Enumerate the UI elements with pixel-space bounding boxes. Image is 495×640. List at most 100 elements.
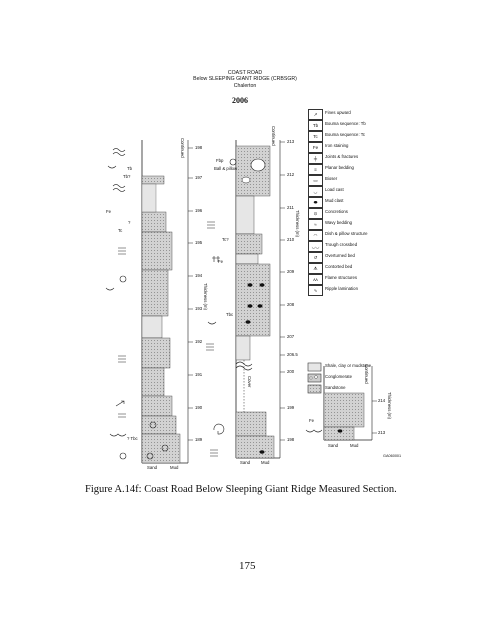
legend-label: Dish & pillow structure <box>325 231 368 236</box>
legend-symbol: ⬬ <box>308 197 323 208</box>
col3-base-sand: Sand <box>328 443 339 448</box>
legend-label: Trough crossbed <box>325 242 358 247</box>
header-year: 2006 <box>232 96 248 105</box>
annot-fe3: Fe <box>309 418 315 423</box>
section-header: COAST ROAD Below SLEEPING GIANT RIDGE (C… <box>180 70 310 89</box>
col2-tick-209: 209 <box>287 269 295 274</box>
legend-symbol: ʌʌ <box>308 274 323 285</box>
legend-row: ◡Load cast <box>308 185 418 197</box>
legend-symbol: ᗑ <box>308 263 323 274</box>
figure-id: GA060001 <box>383 454 402 458</box>
column-1 <box>105 140 193 464</box>
legend-row: ╪Joints & fractures <box>308 152 418 164</box>
legend-label: Bouma sequence: Tb <box>325 121 366 126</box>
col1-base-mud: Mud <box>170 465 179 470</box>
col1-tick-190: 190 <box>195 405 203 410</box>
legend-symbol: ⊙ <box>308 208 323 219</box>
column-3 <box>305 366 377 441</box>
col2-tick-212: 212 <box>287 172 295 177</box>
col1-tick-194: 194 <box>195 273 203 278</box>
legend-symbol: ≈ <box>308 219 323 230</box>
col1-continued: Continued <box>180 138 185 158</box>
annot-tb: Tb <box>127 166 133 171</box>
legend-label: Contorted bed <box>325 264 353 269</box>
annot-fe2: Fe <box>218 259 224 264</box>
legend-label: Shale, clay or mudstone <box>325 363 372 368</box>
legend-label: Flame structures <box>325 275 357 280</box>
header-line3: Chalerton <box>233 82 257 89</box>
annot-tbc: Tbc <box>226 312 234 317</box>
col3-tick-213: 213 <box>378 430 386 435</box>
col1-tick-189: 189 <box>195 437 203 442</box>
col3-tick-214: 214 <box>378 398 386 403</box>
col1-tick-195: 195 <box>195 240 203 245</box>
col2-tick-206-5: 206.5 <box>287 352 298 357</box>
legend-symbol: ◠ <box>308 230 323 241</box>
legend-label: Sandstone <box>325 385 346 390</box>
legend-row: ≡Planar bedding <box>308 163 418 175</box>
legend-row: Sandstone <box>308 383 418 394</box>
col2-tick-200: 200 <box>287 369 295 374</box>
annot-ball-pillow: Ball & pillow <box>214 166 238 171</box>
annot-tc: Tc <box>118 228 123 233</box>
col2-axis-label: Thickness (m) <box>295 210 300 237</box>
legend-row: ∿Ripple lamination <box>308 284 418 296</box>
col2-tick-208: 208 <box>287 302 295 307</box>
col1-base-sand: Sand <box>147 465 158 470</box>
legend-label: Iron staining <box>325 143 349 148</box>
col1-tick-193: 193 <box>195 306 203 311</box>
legend-symbol: ◡◡ <box>308 241 323 252</box>
col2-base-mud: Mud <box>261 460 270 465</box>
legend-swatch-shale <box>307 362 322 372</box>
legend-symbol: ↗ <box>308 109 323 120</box>
col1-tick-198: 198 <box>195 145 203 150</box>
header-line2: Below SLEEPING GIANT RIDGE (CRBSGR) <box>193 76 297 83</box>
legend-row: ⬬Mud clast <box>308 196 418 208</box>
legend-label: Fines upward <box>325 110 351 115</box>
col1-tick-197: 197 <box>195 175 203 180</box>
legend-symbol: ∿ <box>308 285 323 296</box>
annot-fbp: Fbp <box>216 158 224 163</box>
legend-label: Load cast <box>325 187 344 192</box>
legend-row: ▭Bioser <box>308 174 418 186</box>
legend-label: Overturned bed <box>325 253 355 258</box>
legend-symbol: ╪ <box>308 153 323 164</box>
legend-symbol: ▭ <box>308 175 323 186</box>
legend-label: Concretions <box>325 209 348 214</box>
col2-tick-199: 199 <box>287 405 295 410</box>
legend-row: ◡◡Trough crossbed <box>308 240 418 252</box>
legend-row: Shale, clay or mudstone <box>308 361 418 372</box>
col2-tick-198: 198 <box>287 437 295 442</box>
legend-symbol: ↺ <box>308 252 323 263</box>
legend-label: Conglomerate <box>325 374 352 379</box>
legend-label: Planar bedding <box>325 165 354 170</box>
legend-row: ↺Overturned bed <box>308 251 418 263</box>
legend-symbol: Fe <box>308 142 323 153</box>
legend-row: ↗Fines upward <box>308 108 418 120</box>
legend-row: ⊙Concretions <box>308 207 418 219</box>
annot-q: ? <box>128 220 131 225</box>
legend-symbol: Tb <box>308 120 323 131</box>
legend-label: Bouma sequence: Tc <box>325 132 366 137</box>
col2-base-sand: Sand <box>240 460 251 465</box>
legend-symbol: ◡ <box>308 186 323 197</box>
legend-label: Ripple lamination <box>325 286 358 291</box>
col2-continued: Continued <box>271 126 276 146</box>
annot-tcq: Tc? <box>222 237 229 242</box>
legend-symbol: Tc <box>308 131 323 142</box>
col2-cover: Cover <box>247 376 252 388</box>
legend-label: Wavy bedding <box>325 220 353 225</box>
column-2 <box>206 140 285 459</box>
legend-label: Bioser <box>325 176 338 181</box>
page-number: 175 <box>239 560 256 572</box>
header-line1: COAST ROAD <box>227 70 263 76</box>
figure-caption: Figure A.14f: Coast Road Below Sleeping … <box>85 484 397 495</box>
legend-label: Joints & fractures <box>325 154 359 159</box>
legend-row: ◠Dish & pillow structure <box>308 229 418 241</box>
